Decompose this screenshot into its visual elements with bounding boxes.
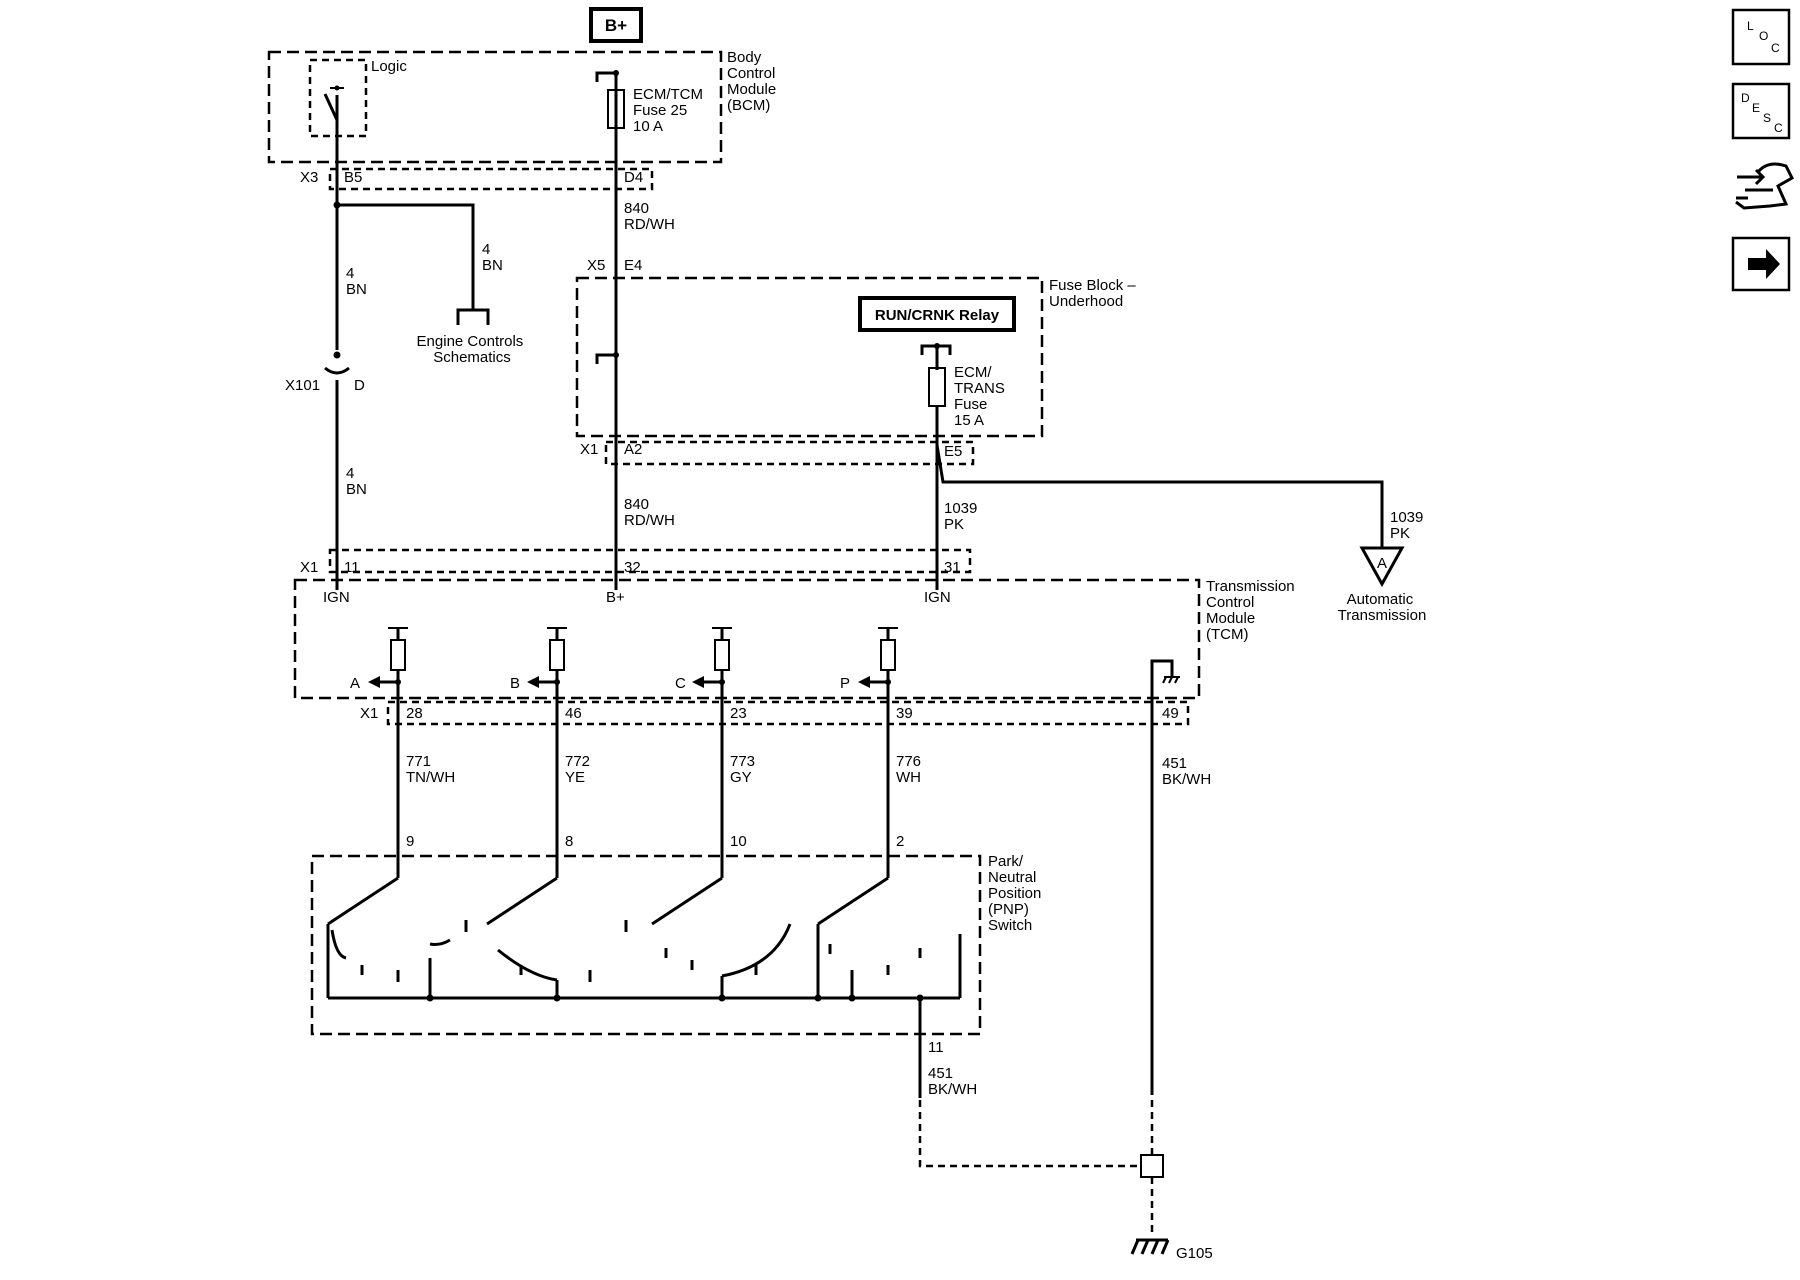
ecm-trans-fuse-label: ECM/ TRANS Fuse 15 A [954,364,1009,429]
bcm-name: Body Control Module (BCM) [727,49,780,114]
svg-text:D: D [1741,91,1750,105]
fuse-block-underhood: X5 E4 Fuse Block – Underhood RUN/CRNK Re… [575,257,1140,438]
pnp-pin-11: 11 [928,1039,944,1056]
tcm-input-c: C [675,627,732,692]
park-neutral-position-switch: Park/ Neutral Position (PNP) Switch [310,853,1046,1036]
automatic-transmission-reference[interactable]: A Automatic Transmission [1338,546,1427,624]
svg-text:B: B [510,675,520,692]
connector-x101: X101 [285,377,320,394]
bcm-fuse-label: ECM/TCM Fuse 25 10 A [633,86,707,135]
connector-x101-pin: D [354,377,365,394]
transmission-control-module: Transmission Control Module (TCM) IGN B+… [293,578,1299,700]
connector-x1-tcm-top: X1 [300,559,318,576]
pnp-pin-9: 9 [406,833,414,850]
svg-text:S: S [1763,111,1771,125]
pin-d4: D4 [624,169,643,186]
power-source-b-plus: B+ [589,7,643,43]
svg-text:P: P [840,675,850,692]
wire-776: 776 WH [896,753,925,786]
pin-31: 31 [944,559,961,576]
wire-4bn-branch: 4 BN [482,241,503,274]
pnp-pin-10: 10 [730,833,747,850]
svg-text:E: E [1752,101,1760,115]
nav-loc-button[interactable]: L O C [1731,8,1791,66]
connector-x1-fuse: X1 [580,441,598,458]
svg-text:A: A [350,675,360,692]
svg-text:O: O [1759,29,1768,43]
pin-49: 49 [1162,705,1179,722]
pin-a2: A2 [624,441,642,458]
arrow-right-icon[interactable] [1731,236,1791,292]
nav-desc-button[interactable]: D E S C [1731,82,1791,140]
wire-451-tcm: 451 BK/WH [1162,755,1211,788]
wire-1039-right: 1039 PK [1390,509,1428,542]
tcm-input-a: A [350,627,408,692]
pin-39: 39 [896,705,913,722]
svg-text:C: C [1771,41,1780,55]
ground-g105-label: G105 [1176,1245,1213,1262]
fuse-block-name: Fuse Block – Underhood [1049,277,1140,310]
run-crnk-relay: RUN/CRNK Relay [875,307,1000,324]
pnp-name: Park/ Neutral Position (PNP) Switch [988,853,1046,934]
pin-28: 28 [406,705,423,722]
svg-text:A: A [1377,555,1387,572]
pin-e5: E5 [944,443,962,460]
logic-label: Logic [371,58,407,75]
pin-11: 11 [344,559,360,576]
tcm-input-p: P [840,627,898,692]
connector-x5: X5 [587,257,605,274]
ground-g105-icon [1130,1238,1170,1255]
svg-text:B+: B+ [605,16,627,35]
tcm-ground-icon [1162,676,1180,684]
tcm-name: Transmission Control Module (TCM) [1206,578,1299,643]
pnp-pin-2: 2 [896,833,904,850]
connector-x3: X3 [300,169,318,186]
wire-4bn-lower: 4 BN [346,465,367,498]
tcm-ign-right: IGN [924,589,951,606]
engine-controls-link: Engine Controls Schematics [417,333,528,366]
pnp-pin-8: 8 [565,833,573,850]
connector-end-view-icon[interactable] [1735,162,1794,210]
tcm-b-plus: B+ [606,589,625,606]
tcm-input-b: B [510,627,567,692]
wire-4bn-upper: 4 BN [346,265,367,298]
body-control-module: Logic Body Control Module (BCM) ECM/TCM … [267,49,780,164]
pin-e4: E4 [624,257,642,274]
pin-46: 46 [565,705,582,722]
pin-23: 23 [730,705,747,722]
svg-text:Automatic Transmission: Automatic Transmission [1338,591,1427,624]
svg-text:L: L [1747,19,1754,33]
connector-x1-tcm-bottom: X1 [360,705,378,722]
wire-840-top: 840 RD/WH [624,200,675,233]
wire-451-pnp: 451 BK/WH [928,1065,977,1098]
svg-text:C: C [1774,121,1783,135]
pin-32: 32 [624,559,641,576]
wire-773: 773 GY [730,753,759,786]
pin-b5: B5 [344,169,362,186]
svg-text:C: C [675,675,686,692]
wire-771: 771 TN/WH [406,753,455,786]
tcm-ign-left: IGN [323,589,350,606]
wire-840-bottom: 840 RD/WH [624,496,675,529]
wire-772: 772 YE [565,753,594,786]
wire-1039-left: 1039 PK [944,500,982,533]
